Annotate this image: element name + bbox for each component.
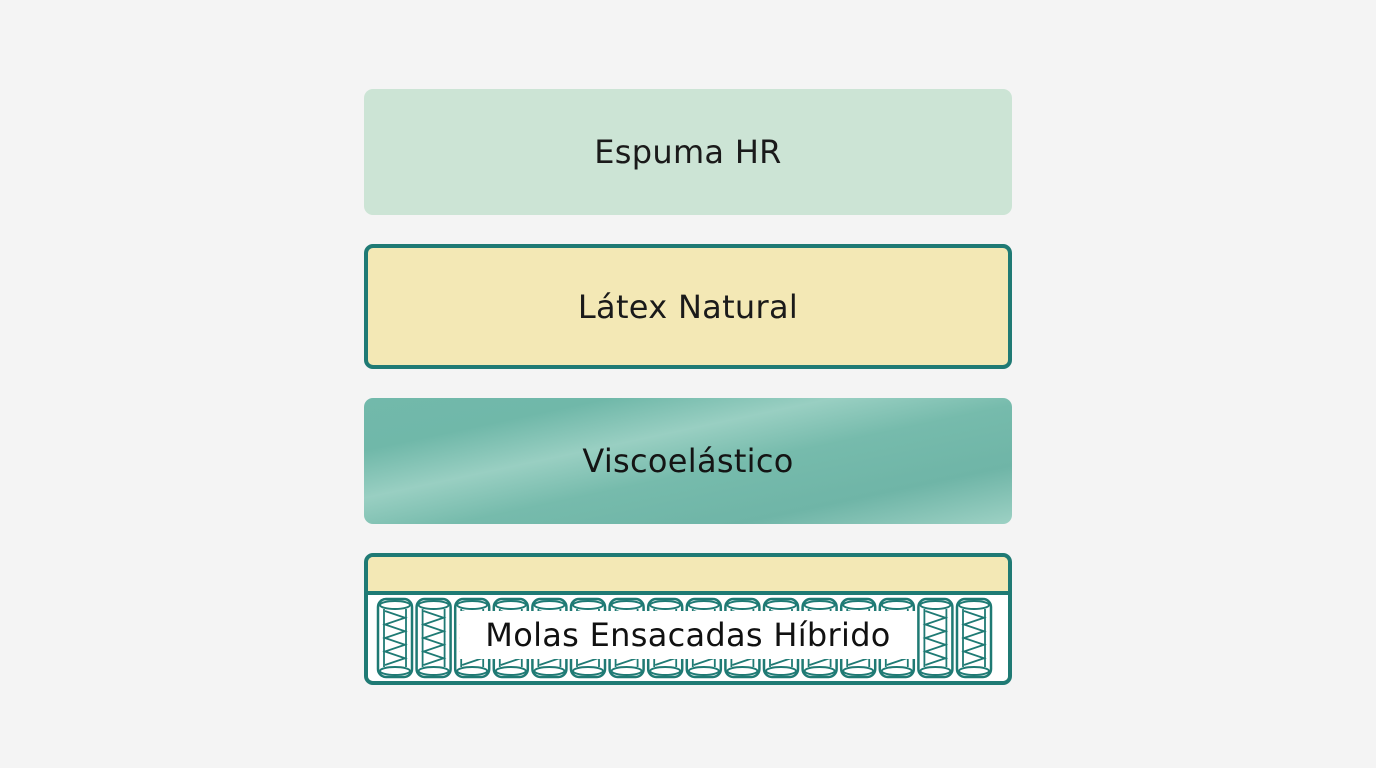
pocket-spring bbox=[917, 597, 954, 679]
layer-label: Látex Natural bbox=[577, 287, 799, 326]
layer-viscoelastico: Viscoelástico bbox=[364, 398, 1012, 524]
layer-molas-ensacadas: Molas Ensacadas Híbrido bbox=[364, 553, 1012, 685]
pocket-spring bbox=[415, 597, 452, 679]
layer-label: Molas Ensacadas Híbrido bbox=[485, 616, 891, 654]
layer-latex-natural: Látex Natural bbox=[364, 244, 1012, 369]
layer-label: Espuma HR bbox=[594, 133, 782, 171]
pocket-spring bbox=[376, 597, 414, 679]
springs-label-box: Molas Ensacadas Híbrido bbox=[460, 611, 916, 659]
springs-top-comfort-band bbox=[368, 557, 1008, 595]
layer-espuma-hr: Espuma HR bbox=[364, 89, 1012, 215]
pocket-spring bbox=[955, 597, 993, 679]
layer-label: Viscoelástico bbox=[582, 442, 794, 480]
pocket-springs-row: Molas Ensacadas Híbrido bbox=[368, 595, 1008, 681]
